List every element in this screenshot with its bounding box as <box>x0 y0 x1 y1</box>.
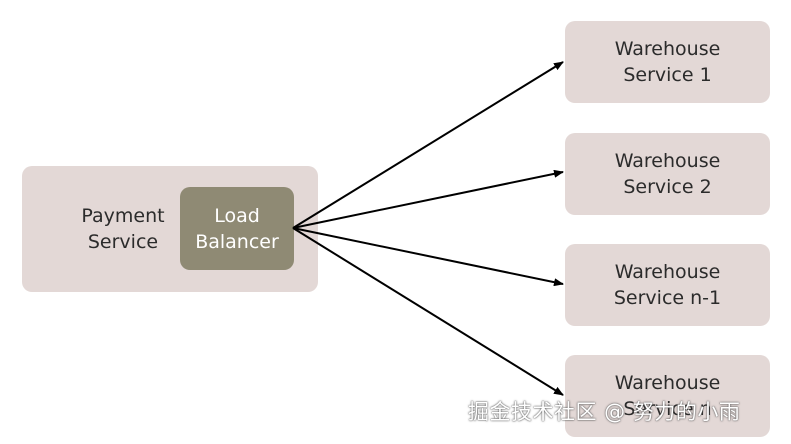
arrow-to-warehouse-n-minus-1 <box>292 227 564 287</box>
arrow-to-warehouse-n <box>292 227 564 396</box>
load-balancer-line2: Balancer <box>195 230 279 253</box>
warehouse-service-n-minus-1-line1: Warehouse <box>614 261 721 283</box>
payment-service-line2: Service <box>87 231 159 253</box>
warehouse-service-2-line2: Service 2 <box>623 176 712 198</box>
warehouse-service-n-line1: Warehouse <box>614 372 721 394</box>
payment-service-line1: Payment <box>81 205 165 227</box>
load-balancer-line1: Load <box>214 204 260 227</box>
payment-service-label: Payment Service <box>44 166 202 292</box>
watermark-text: 掘金技术社区 @ 努力的小雨 <box>468 400 741 424</box>
warehouse-service-n-minus-1-line2: Service n-1 <box>613 287 722 309</box>
warehouse-service-n-line2: Service n <box>623 398 712 420</box>
load-balancer-box: Load Balancer <box>180 187 294 270</box>
warehouse-service-2-line1: Warehouse <box>614 150 721 172</box>
arrow-to-warehouse-2 <box>292 169 564 229</box>
warehouse-service-1-line2: Service 1 <box>623 64 712 86</box>
warehouse-service-n-box: Warehouse Service n <box>565 355 770 437</box>
arrow-to-warehouse-1 <box>292 61 564 229</box>
warehouse-service-n-minus-1-box: Warehouse Service n-1 <box>565 244 770 326</box>
warehouse-service-1-box: Warehouse Service 1 <box>565 21 770 103</box>
warehouse-service-1-line1: Warehouse <box>614 38 721 60</box>
warehouse-service-2-box: Warehouse Service 2 <box>565 133 770 215</box>
